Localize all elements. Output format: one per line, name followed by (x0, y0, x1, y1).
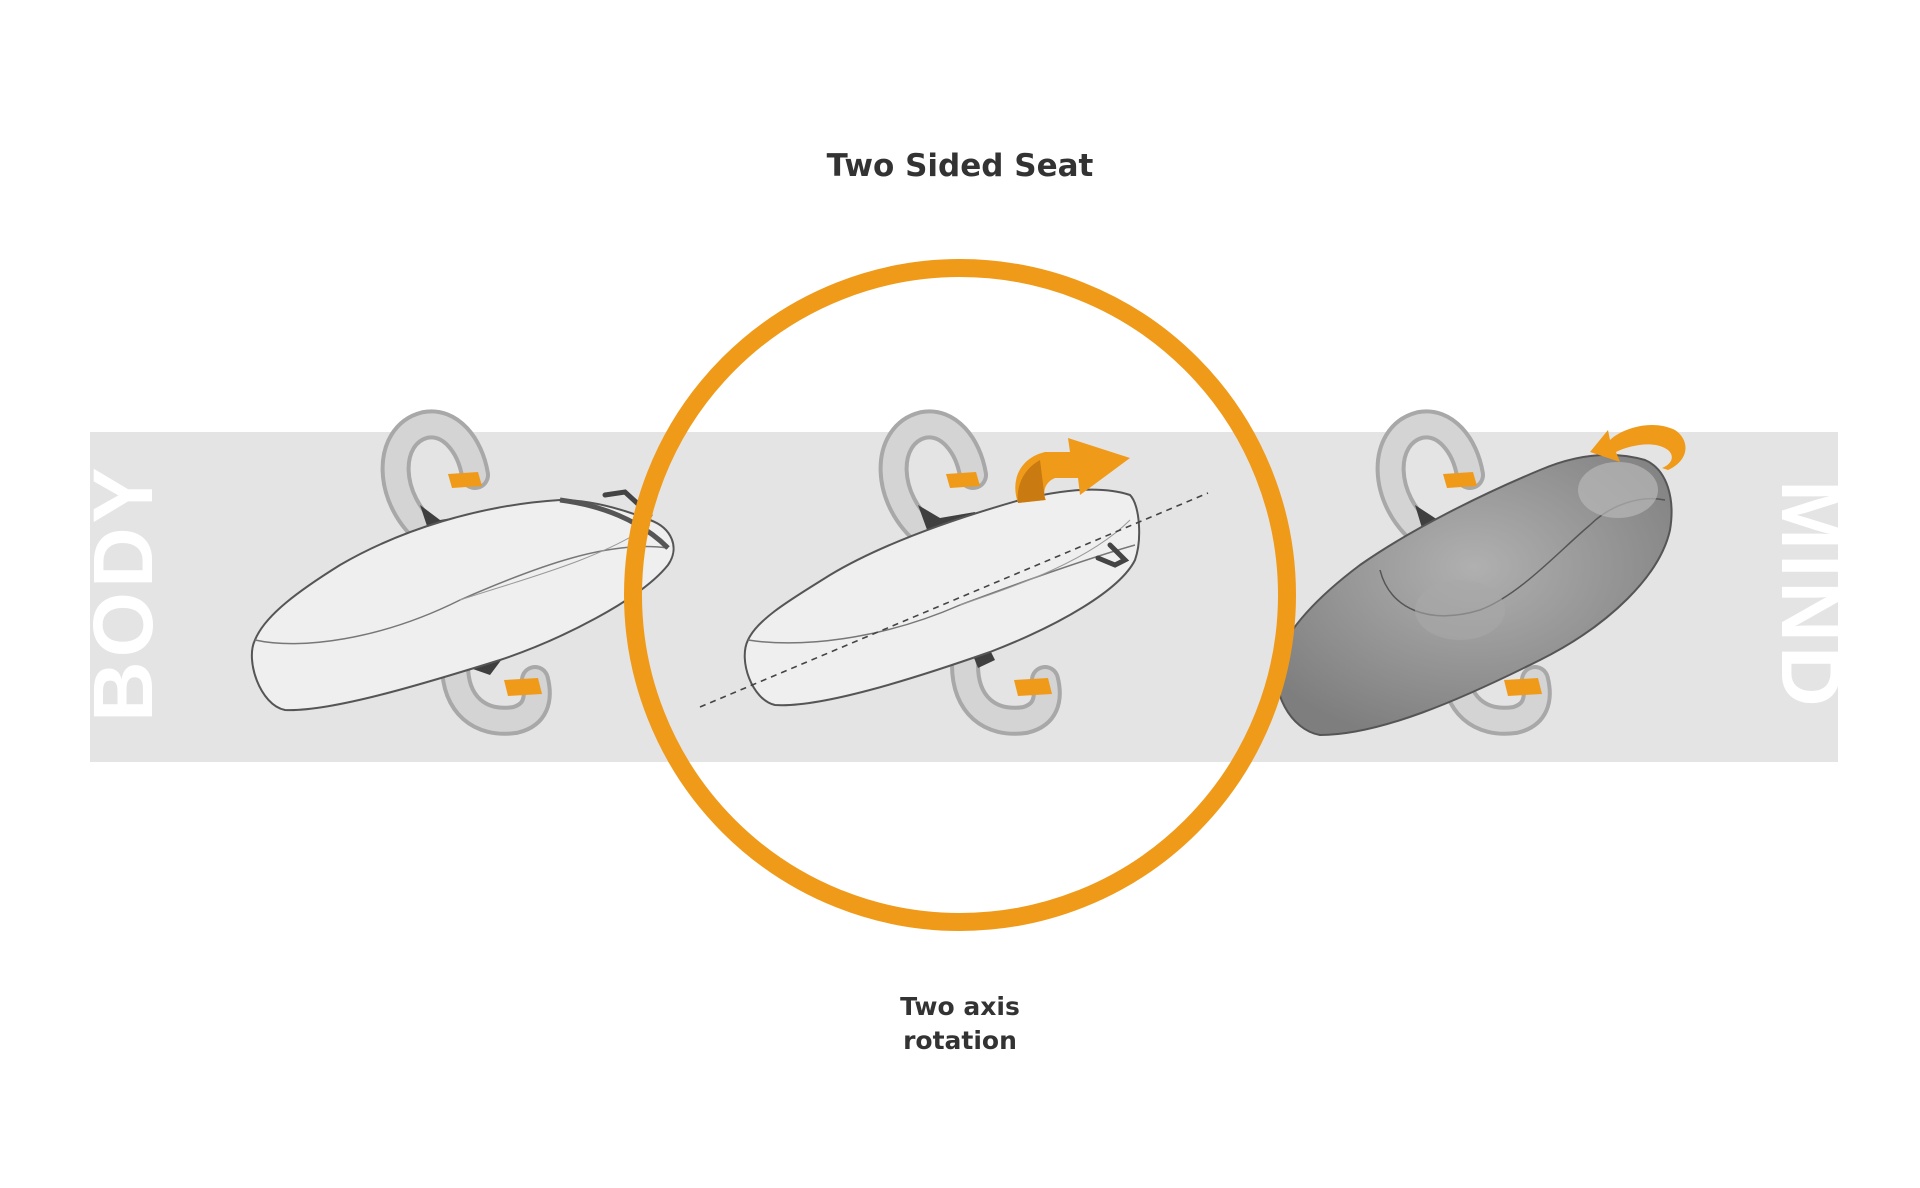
seat-left-illustration (250, 409, 675, 736)
seat-middle-illustration (699, 409, 1209, 736)
rotation-arrow-icon (1015, 438, 1130, 503)
caption-line-1: Two axis (900, 992, 1020, 1021)
seat-right-illustration (1275, 409, 1686, 737)
page-title: Two Sided Seat (826, 148, 1094, 184)
axis-caption: Two axis rotation (810, 990, 1110, 1058)
caption-line-2: rotation (903, 1026, 1017, 1055)
rotation-highlight-ring (624, 259, 1296, 931)
band-label-mind: MIND (1764, 480, 1858, 711)
rotation-arrow-icon-right (1590, 424, 1686, 470)
band-label-body: BODY (76, 463, 170, 722)
rotation-axis-line (699, 492, 1209, 708)
